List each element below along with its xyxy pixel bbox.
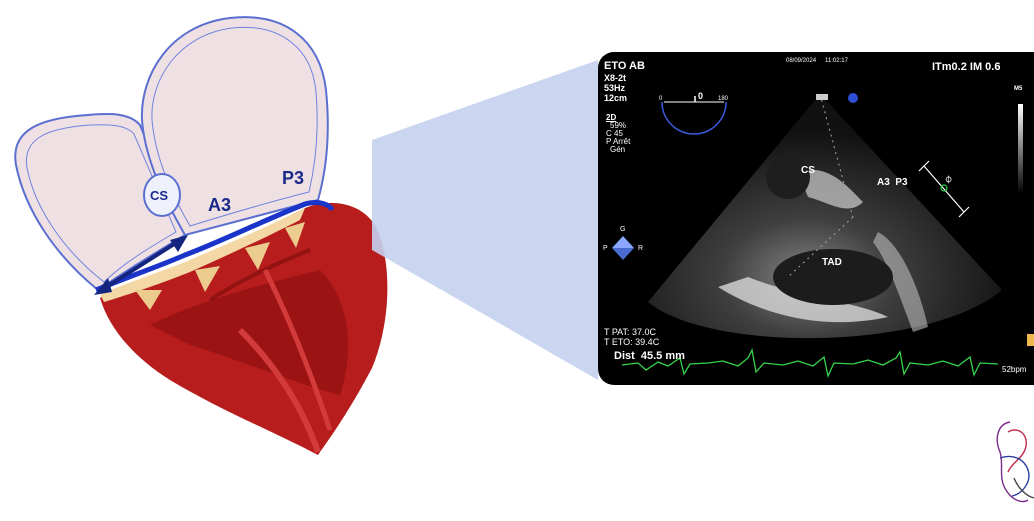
- corner-logo: [997, 422, 1034, 502]
- frequency-label: 53Hz: [604, 84, 625, 93]
- exam-label: ETO AB: [604, 61, 645, 72]
- probe-temp: T ETO: 39.4C: [604, 338, 659, 347]
- omniplane-start: 0: [659, 96, 662, 102]
- depth-label: 12cm: [604, 94, 627, 103]
- date-label: 08/09/2024: [786, 58, 816, 64]
- probe-icon: [848, 93, 858, 103]
- cs-label: CS: [150, 188, 168, 203]
- scale-label: M5: [1014, 86, 1022, 92]
- patient-temp: T PAT: 37.0C: [604, 328, 656, 337]
- omniplane-dial: [662, 102, 726, 134]
- distance-readout: Dist 45.5 mm: [614, 351, 685, 362]
- omniplane-end: 180: [718, 96, 728, 102]
- probe-label: X8-2t: [604, 74, 626, 83]
- p3-label: P3: [282, 168, 304, 188]
- orientation-right: R: [638, 245, 643, 252]
- zoom-funnel: [372, 60, 598, 380]
- orientation-marker: [612, 236, 634, 248]
- echo-a3-p3-label: A3 P3: [877, 178, 908, 188]
- omniplane-current: 0: [698, 92, 703, 101]
- index-label: ITm0.2 IM 0.6: [932, 62, 1000, 73]
- preset-label: Gén: [610, 146, 625, 154]
- orientation-left: P: [603, 245, 608, 252]
- time-label: 11:02:17: [825, 58, 848, 64]
- echo-tad-label: TAD: [822, 258, 842, 268]
- heart-rate-readout: 52bpm: [1002, 366, 1026, 374]
- orientation-top: G: [620, 226, 625, 233]
- echo-cs-label: CS: [801, 166, 815, 176]
- caliper-line: [924, 166, 964, 212]
- echo-image-panel: ETO AB X8-2t 53Hz 12cm 08/09/2024 11:02:…: [598, 52, 1034, 385]
- a3-label: A3: [208, 195, 231, 215]
- grayscale-bar: [1018, 104, 1023, 194]
- echo-graphics: [598, 52, 1034, 385]
